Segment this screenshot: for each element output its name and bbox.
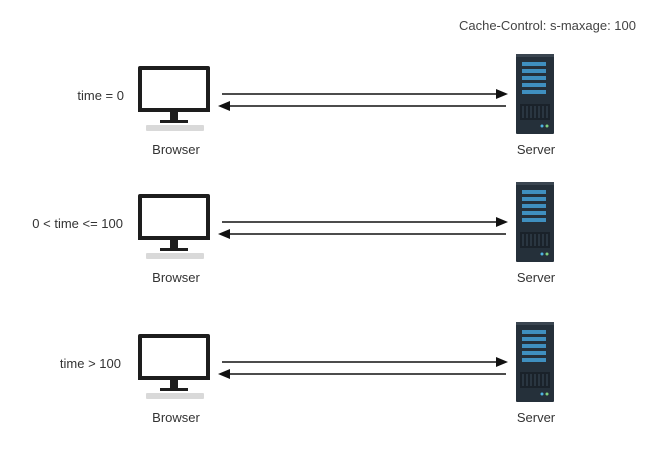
server-label: Server <box>516 270 556 285</box>
time-label: 0 < time <= 100 <box>32 216 123 231</box>
cache-control-header: Cache-Control: s-maxage: 100 <box>458 18 636 33</box>
browser-label: Browser <box>152 142 200 157</box>
server-tower-icon <box>514 322 558 404</box>
server-tower-icon <box>514 54 558 136</box>
browser-computer-icon <box>136 64 216 154</box>
server-label: Server <box>516 410 556 425</box>
browser-computer-icon <box>136 332 216 422</box>
server-label: Server <box>516 142 556 157</box>
browser-computer-icon <box>136 192 216 282</box>
request-response-arrows <box>218 217 508 239</box>
request-row: 0 < time <= 100 Browser <box>0 182 666 300</box>
browser-label: Browser <box>152 270 200 285</box>
request-row: time > 100 Browser <box>0 322 666 440</box>
request-response-arrows <box>218 89 508 111</box>
browser-label: Browser <box>152 410 200 425</box>
time-label: time = 0 <box>77 88 124 103</box>
server-tower-icon <box>514 182 558 264</box>
time-label: time > 100 <box>59 356 121 371</box>
request-row: time = 0 Browser <box>0 54 666 172</box>
request-response-arrows <box>218 357 508 379</box>
